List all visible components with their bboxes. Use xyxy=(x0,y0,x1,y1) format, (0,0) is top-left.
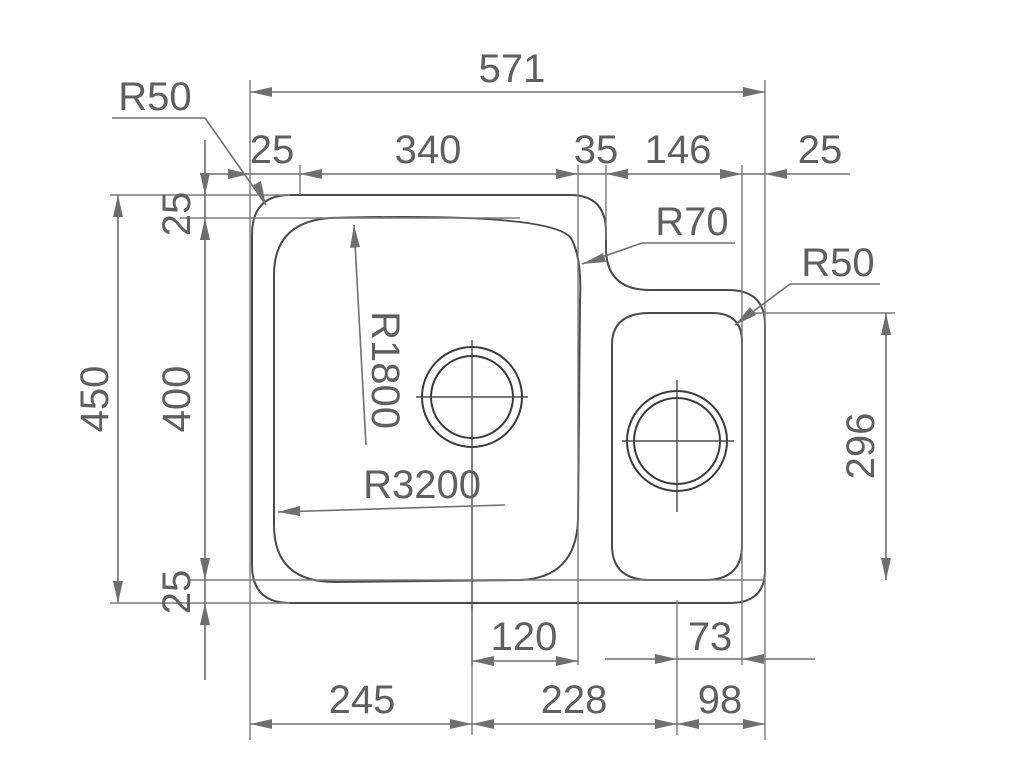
label-drain-offset-main: 120 xyxy=(491,615,558,659)
left-dimensions xyxy=(113,140,210,680)
label-overall-height: 450 xyxy=(73,366,117,433)
extension-lines xyxy=(110,80,895,740)
right-dimensions xyxy=(881,313,891,580)
label-small-bowl-height: 296 xyxy=(839,413,883,480)
label-radius-1800: R1800 xyxy=(363,311,407,429)
label-small-bowl-width: 146 xyxy=(645,128,712,172)
label-overall-width: 571 xyxy=(479,47,546,91)
label-radius-small-bowl: R50 xyxy=(801,241,874,285)
top-dimensions xyxy=(200,87,850,179)
label-main-bowl-width: 340 xyxy=(395,128,462,172)
label-left-margin: 25 xyxy=(250,128,295,172)
label-top-margin: 25 xyxy=(155,192,199,237)
label-right-margin: 25 xyxy=(798,128,843,172)
label-bottom-margin: 25 xyxy=(155,570,199,615)
main-bowl-outline xyxy=(273,215,582,584)
label-bottom-right: 98 xyxy=(698,678,743,722)
small-drain xyxy=(622,380,734,512)
label-drain-offset-small: 73 xyxy=(688,615,733,659)
label-radius-3200: R3200 xyxy=(363,463,481,507)
label-bottom-left: 245 xyxy=(329,678,396,722)
label-main-bowl-height: 400 xyxy=(155,366,199,433)
label-divider: 35 xyxy=(574,128,619,172)
label-bottom-middle: 228 xyxy=(541,678,608,722)
bottom-dimensions xyxy=(250,654,815,729)
label-radius-divider: R70 xyxy=(655,200,728,244)
label-radius-corner-top-left: R50 xyxy=(118,75,191,119)
radius-leaders xyxy=(112,117,880,516)
